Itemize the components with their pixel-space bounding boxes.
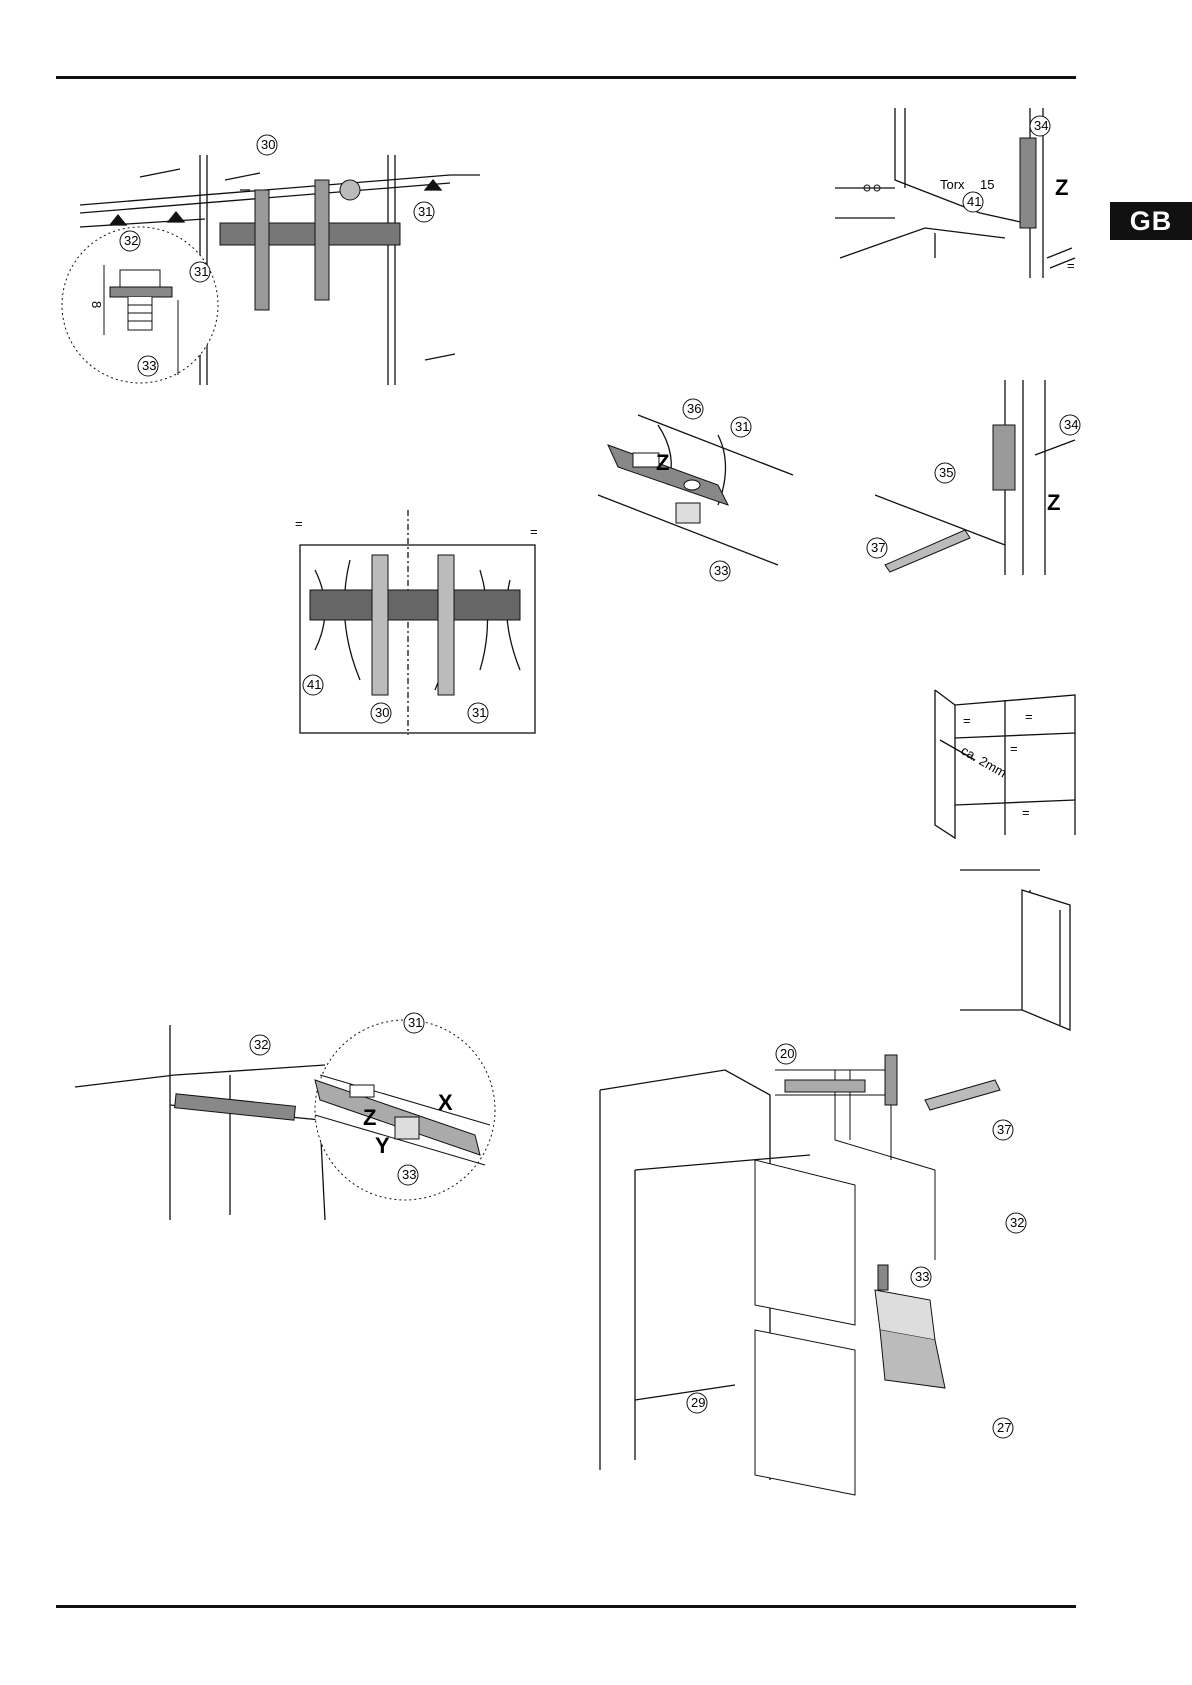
- svg-text:31: 31: [735, 419, 749, 434]
- bracket-31: [220, 223, 400, 245]
- axis-z: Z: [656, 450, 669, 475]
- svg-text:41: 41: [307, 677, 321, 692]
- tool-size: 15: [980, 177, 994, 192]
- svg-text:20: 20: [780, 1046, 794, 1061]
- svg-text:33: 33: [142, 358, 156, 373]
- svg-text:35: 35: [939, 465, 953, 480]
- svg-text:33: 33: [402, 1167, 416, 1182]
- svg-text:36: 36: [687, 401, 701, 416]
- dimension-right: =: [530, 524, 538, 539]
- figure-middle-center-adjuster: 36 31 33 Z: [598, 395, 798, 585]
- callouts: 34 35 37: [867, 415, 1080, 558]
- figure-middle-left-panel: 41 30 31 = =: [280, 510, 560, 735]
- svg-text:30: 30: [261, 137, 275, 152]
- gap-label: ca. 2mm: [959, 743, 1010, 781]
- tool-label: Torx: [940, 177, 965, 192]
- top-rule: [56, 76, 1076, 79]
- callouts: 20 37 32 33 29 27: [687, 1044, 1026, 1438]
- door-lower: [755, 1330, 855, 1495]
- svg-text:31: 31: [194, 264, 208, 279]
- svg-text:34: 34: [1034, 118, 1048, 133]
- svg-text:31: 31: [418, 204, 432, 219]
- spacer-left: [255, 190, 269, 310]
- svg-text:37: 37: [871, 540, 885, 555]
- svg-text:37: 37: [997, 1122, 1011, 1137]
- axis-x: X: [438, 1090, 453, 1115]
- svg-text:32: 32: [124, 233, 138, 248]
- dimension-left: =: [295, 516, 303, 531]
- figure-open-door: [960, 850, 1080, 1030]
- svg-text:29: 29: [691, 1395, 705, 1410]
- svg-text:=: =: [1025, 709, 1033, 724]
- callouts: 41 30 31: [303, 675, 488, 723]
- svg-text:32: 32: [1010, 1215, 1024, 1230]
- dimension-8: 8: [89, 301, 104, 308]
- svg-text:=: =: [963, 713, 971, 728]
- spacer-bar: [175, 1094, 296, 1120]
- figure-bottom-right-appliance: 20 37 32 33 29 27: [595, 1040, 1075, 1485]
- svg-text:41: 41: [967, 194, 981, 209]
- spacer-right: [315, 180, 329, 300]
- figure-middle-right-hinge: 34 35 37 Z: [855, 380, 1085, 580]
- svg-text:33: 33: [714, 563, 728, 578]
- svg-text:=: =: [1010, 741, 1018, 756]
- svg-text:33: 33: [915, 1269, 929, 1284]
- dimension-mark: =: [1067, 258, 1075, 273]
- figure-gap-detail: ca. 2mm = = = =: [930, 675, 1080, 840]
- axis-y: Y: [375, 1133, 390, 1158]
- svg-text:34: 34: [1064, 417, 1078, 432]
- axis-z: Z: [1055, 175, 1068, 200]
- figure-lower-left-spacer: 32 31 33 Z X Y: [75, 1005, 500, 1225]
- figure-top-left-bracket: 8 30 31 32 31 33: [70, 135, 490, 385]
- bracket-31: [310, 590, 520, 620]
- svg-text:32: 32: [254, 1037, 268, 1052]
- svg-text:30: 30: [375, 705, 389, 720]
- svg-text:31: 31: [472, 705, 486, 720]
- detail-top: [775, 1070, 895, 1140]
- axis-z: Z: [1047, 490, 1060, 515]
- svg-text:=: =: [1022, 805, 1030, 820]
- spacer-right: [438, 555, 454, 695]
- figure-top-right-torx: 34 41 Torx 15 Z =: [835, 108, 1090, 283]
- callouts: 34 41: [963, 116, 1050, 212]
- spacer-left: [372, 555, 388, 695]
- axis-z: Z: [363, 1105, 376, 1130]
- detail-bracket-27: [875, 1265, 945, 1388]
- door-upper: [755, 1160, 855, 1325]
- language-tab: GB: [1110, 202, 1192, 240]
- svg-text:27: 27: [997, 1420, 1011, 1435]
- bottom-rule: [56, 1605, 1076, 1608]
- svg-text:31: 31: [408, 1015, 422, 1030]
